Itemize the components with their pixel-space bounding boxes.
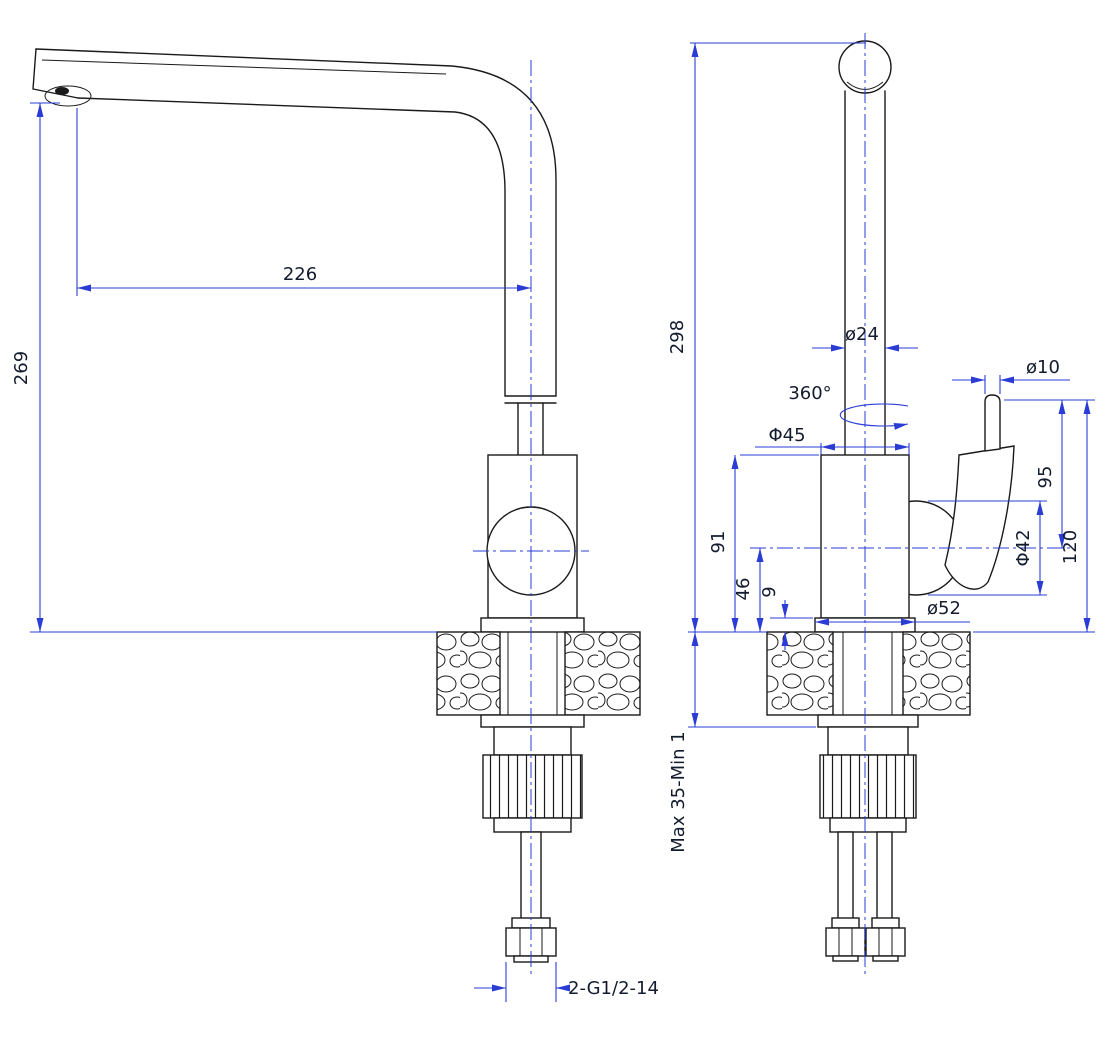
dim-f42-label: Φ42 <box>1013 529 1034 566</box>
dim-o10-label: ø10 <box>1026 357 1060 378</box>
dim-outlet-height: 269 <box>11 102 437 633</box>
dim-handle-heights: 95 120 <box>973 399 1095 633</box>
dim-91-label: 91 <box>708 531 729 554</box>
dim-swivel: 360° <box>788 383 909 430</box>
dim-thread: 2-G1/2-14 <box>474 962 659 1002</box>
dim-body-diameter: Φ45 <box>755 425 910 455</box>
dim-joint-height: 46 <box>733 548 764 632</box>
dim-9-label: 9 <box>759 586 780 597</box>
mounting-hardware <box>480 714 585 963</box>
body-front <box>814 454 916 633</box>
dim-mounting-label: Max 35-Min 1 <box>668 731 689 852</box>
dim-120-label: 120 <box>1060 530 1081 564</box>
sink-deck-front <box>766 631 971 716</box>
dim-spout-reach: 226 <box>76 108 531 296</box>
aerator <box>44 85 92 107</box>
dim-mounting-range: Max 35-Min 1 <box>668 632 816 853</box>
dim-body-height: 91 <box>708 454 819 632</box>
dim-thread-label: 2-G1/2-14 <box>568 978 659 999</box>
dim-f45-label: Φ45 <box>768 425 805 446</box>
side-view: 226 269 2-G1/2-14 <box>11 48 659 1002</box>
dim-stem-diameter: ø10 <box>952 357 1070 394</box>
dim-tube-diameter: ø24 <box>812 324 918 352</box>
dim-46-label: 46 <box>733 578 754 601</box>
dim-269-label: 269 <box>11 351 32 385</box>
handle-stem <box>984 394 1001 452</box>
sink-deck <box>436 631 641 716</box>
dim-base-diameter: ø52 <box>815 598 970 626</box>
body-outline <box>480 395 585 633</box>
dim-360-label: 360° <box>788 383 831 404</box>
dim-overall-height: 298 <box>667 42 866 632</box>
spout-outline <box>32 48 557 397</box>
front-view: 298 Max 35-Min 1 ø24 360° Φ45 <box>667 33 1095 978</box>
mounting-hardware-front <box>817 714 919 962</box>
dim-95-label: 95 <box>1035 466 1056 489</box>
handle-grip <box>944 445 1015 590</box>
dim-226-label: 226 <box>283 264 317 285</box>
dim-joint-diameter: Φ42 <box>928 500 1047 596</box>
dim-o52-label: ø52 <box>927 598 961 619</box>
dim-flange-height: 9 <box>759 586 813 650</box>
dim-298-label: 298 <box>667 320 688 354</box>
dim-o24-label: ø24 <box>845 324 879 345</box>
